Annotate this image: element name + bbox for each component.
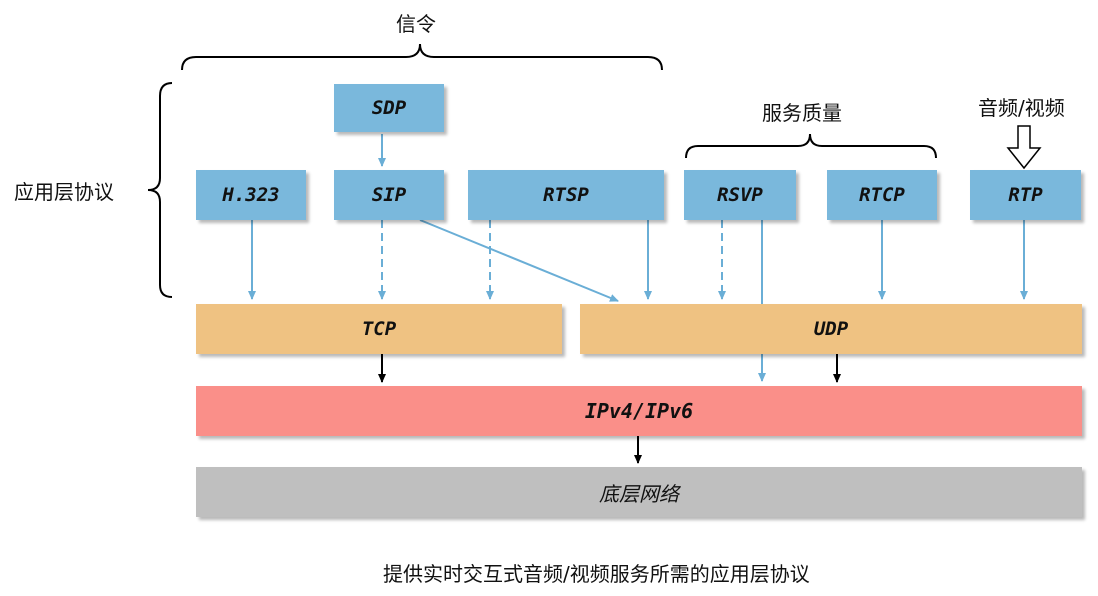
qos-brace [685,133,937,159]
rsvp-box: RSVP [684,170,796,220]
app-layer-label: 应用层协议 [14,180,114,204]
signaling-brace [181,43,663,71]
ip-box: IPv4/IPv6 [196,386,1082,436]
rtsp-box: RTSP [468,170,664,220]
av-hollow-arrow [1006,125,1042,170]
qos-label: 服务质量 [762,101,842,125]
tcp-box: TCP [196,304,562,354]
sdp-box: SDP [334,84,444,132]
av-label: 音频/视频 [978,96,1065,120]
sip-box: SIP [334,170,444,220]
rtcp-box: RTCP [827,170,937,220]
h323-box: H.323 [196,170,306,220]
caption: 提供实时交互式音频/视频服务所需的应用层协议 [383,562,810,586]
signaling-label: 信令 [396,12,436,36]
app-layer-brace [147,82,173,298]
arrow-sip-udp [419,219,619,302]
underlying-network-box: 底层网络 [196,467,1082,517]
udp-box: UDP [580,304,1082,354]
rtp-box: RTP [970,170,1081,220]
